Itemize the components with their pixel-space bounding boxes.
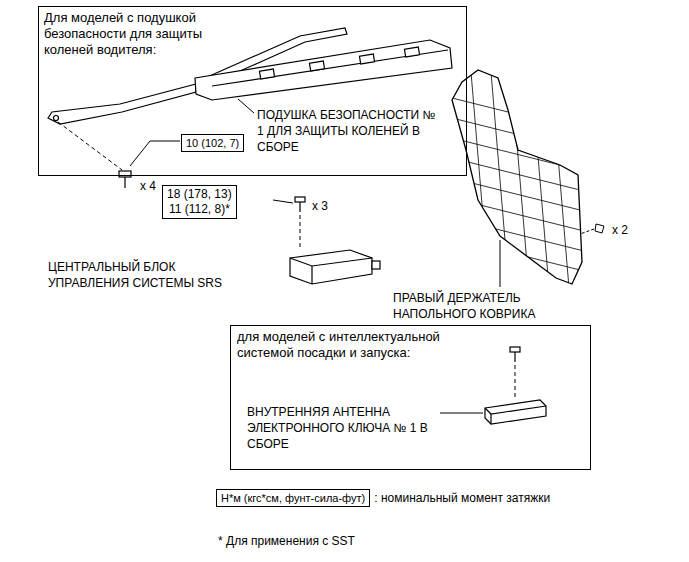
- bolt-symbol: [119, 171, 131, 188]
- bolt-symbol: [295, 197, 305, 212]
- dashed-guide: [300, 215, 301, 250]
- footnote: * Для применения с SST: [218, 533, 355, 549]
- part-name: ПРАВЫЙ ДЕРЖАТЕЛЬ НАПОЛЬНОГО КОВРИКА: [393, 290, 593, 322]
- torque-box: 10 (102, 7): [181, 134, 244, 152]
- srs-unit-drawing: [290, 250, 380, 284]
- quantity-label: x 3: [312, 198, 328, 214]
- bolt-symbol: [510, 347, 520, 362]
- mat-holder-drawing: [452, 70, 582, 284]
- leader-line: [238, 99, 254, 113]
- bracket-arm: [48, 84, 196, 124]
- quantity-label: x 2: [612, 222, 628, 238]
- module-rib: [259, 69, 274, 79]
- part-name: ЦЕНТРАЛЬНЫЙ БЛОК УПРАВЛЕНИЯ СИСТЕМЫ SRS: [48, 259, 248, 291]
- dashed-guide: [580, 229, 594, 234]
- antenna-drawing: [485, 400, 546, 424]
- clip-symbol: [595, 224, 604, 233]
- box-body-text: ПОДУШКА БЕЗОПАСНОСТИ № 1 ДЛЯ ЗАЩИТЫ КОЛЕ…: [257, 107, 437, 155]
- airbag-module: [195, 40, 452, 100]
- leader-line: [130, 141, 180, 166]
- module-rib: [309, 61, 324, 71]
- mat-holder-grid: [440, 60, 600, 300]
- condition-region: для моделей с интеллектуальной системой …: [230, 325, 591, 470]
- box-text: Н*м (кгс*см, фунт-сила-фут): [221, 491, 365, 505]
- box-body-text: 11 (112, 8)*: [167, 202, 232, 217]
- legend-box: Н*м (кгс*см, фунт-сила-фут): [216, 489, 370, 507]
- leader-line: [500, 240, 501, 287]
- legend-text: : номинальный момент затяжки: [374, 490, 550, 506]
- box-text: для моделей с интеллектуальной системой …: [237, 329, 462, 361]
- module-rib: [359, 54, 374, 64]
- box-body-text: ВНУТРЕННЯЯ АНТЕННА ЭЛЕКТРОННОГО КЛЮЧА № …: [247, 404, 437, 452]
- torque-box: 18 (178, 13)11 (112, 8)*: [162, 185, 237, 219]
- box-text: 18 (178, 13): [167, 187, 232, 202]
- bracket-hole: [54, 116, 59, 121]
- dashed-guide: [58, 122, 122, 170]
- dashed-guide: [515, 365, 516, 400]
- leader-line: [440, 413, 483, 414]
- condition-region: Для моделей с подушкой безопасности для …: [38, 6, 467, 176]
- box-text: Для моделей с подушкой безопасности для …: [44, 10, 244, 58]
- module-rib: [404, 47, 419, 57]
- box-text: 10 (102, 7): [186, 136, 239, 150]
- leader-line: [273, 200, 293, 203]
- quantity-label: x 4: [140, 178, 156, 194]
